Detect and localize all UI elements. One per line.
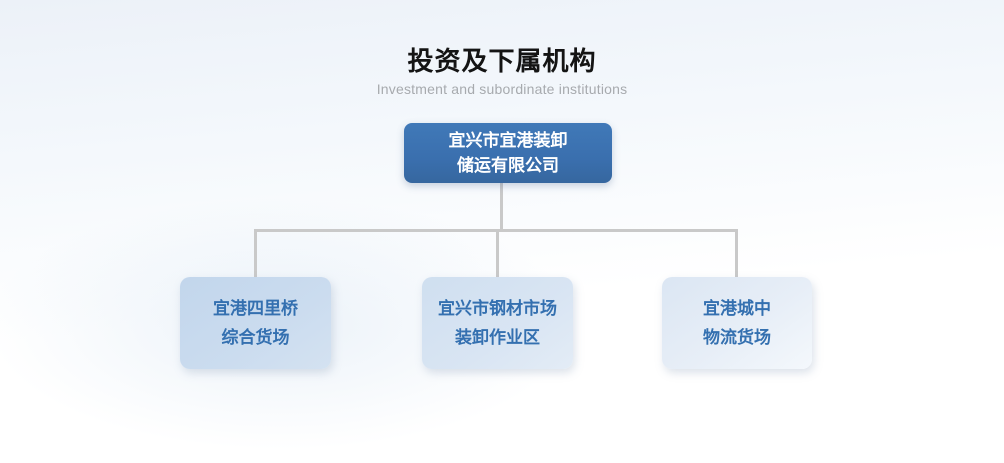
page-title: 投资及下属机构 bbox=[407, 46, 597, 76]
connector-root-stem bbox=[500, 183, 503, 230]
org-child-node-chengzhong-logistics-yard: 宜港城中 物流货场 bbox=[662, 277, 812, 369]
org-child-label-line1: 宜港城中 bbox=[703, 299, 771, 318]
org-child-node-steel-market-operation-area: 宜兴市钢材市场 装卸作业区 bbox=[422, 277, 573, 369]
connector-drop-right bbox=[735, 229, 738, 277]
org-child-label-line2: 综合货场 bbox=[221, 328, 290, 347]
org-root-label-line1: 宜兴市宜港装卸 bbox=[448, 131, 568, 150]
org-child-label-line1: 宜兴市钢材市场 bbox=[438, 299, 557, 318]
org-root-label-line2: 储运有限公司 bbox=[457, 156, 559, 175]
connector-drop-center bbox=[496, 229, 499, 277]
page-subtitle: Investment and subordinate institutions bbox=[376, 81, 628, 97]
org-root-node: 宜兴市宜港装卸 储运有限公司 bbox=[404, 123, 612, 183]
org-child-label-line2: 装卸作业区 bbox=[455, 328, 540, 347]
org-child-node-siliqiao-freight-yard: 宜港四里桥 综合货场 bbox=[180, 277, 331, 369]
org-child-label-line1: 宜港四里桥 bbox=[213, 299, 298, 318]
connector-drop-left bbox=[254, 229, 257, 277]
page-header: 投资及下属机构 Investment and subordinate insti… bbox=[0, 46, 1004, 97]
org-child-label-line2: 物流货场 bbox=[703, 328, 771, 347]
